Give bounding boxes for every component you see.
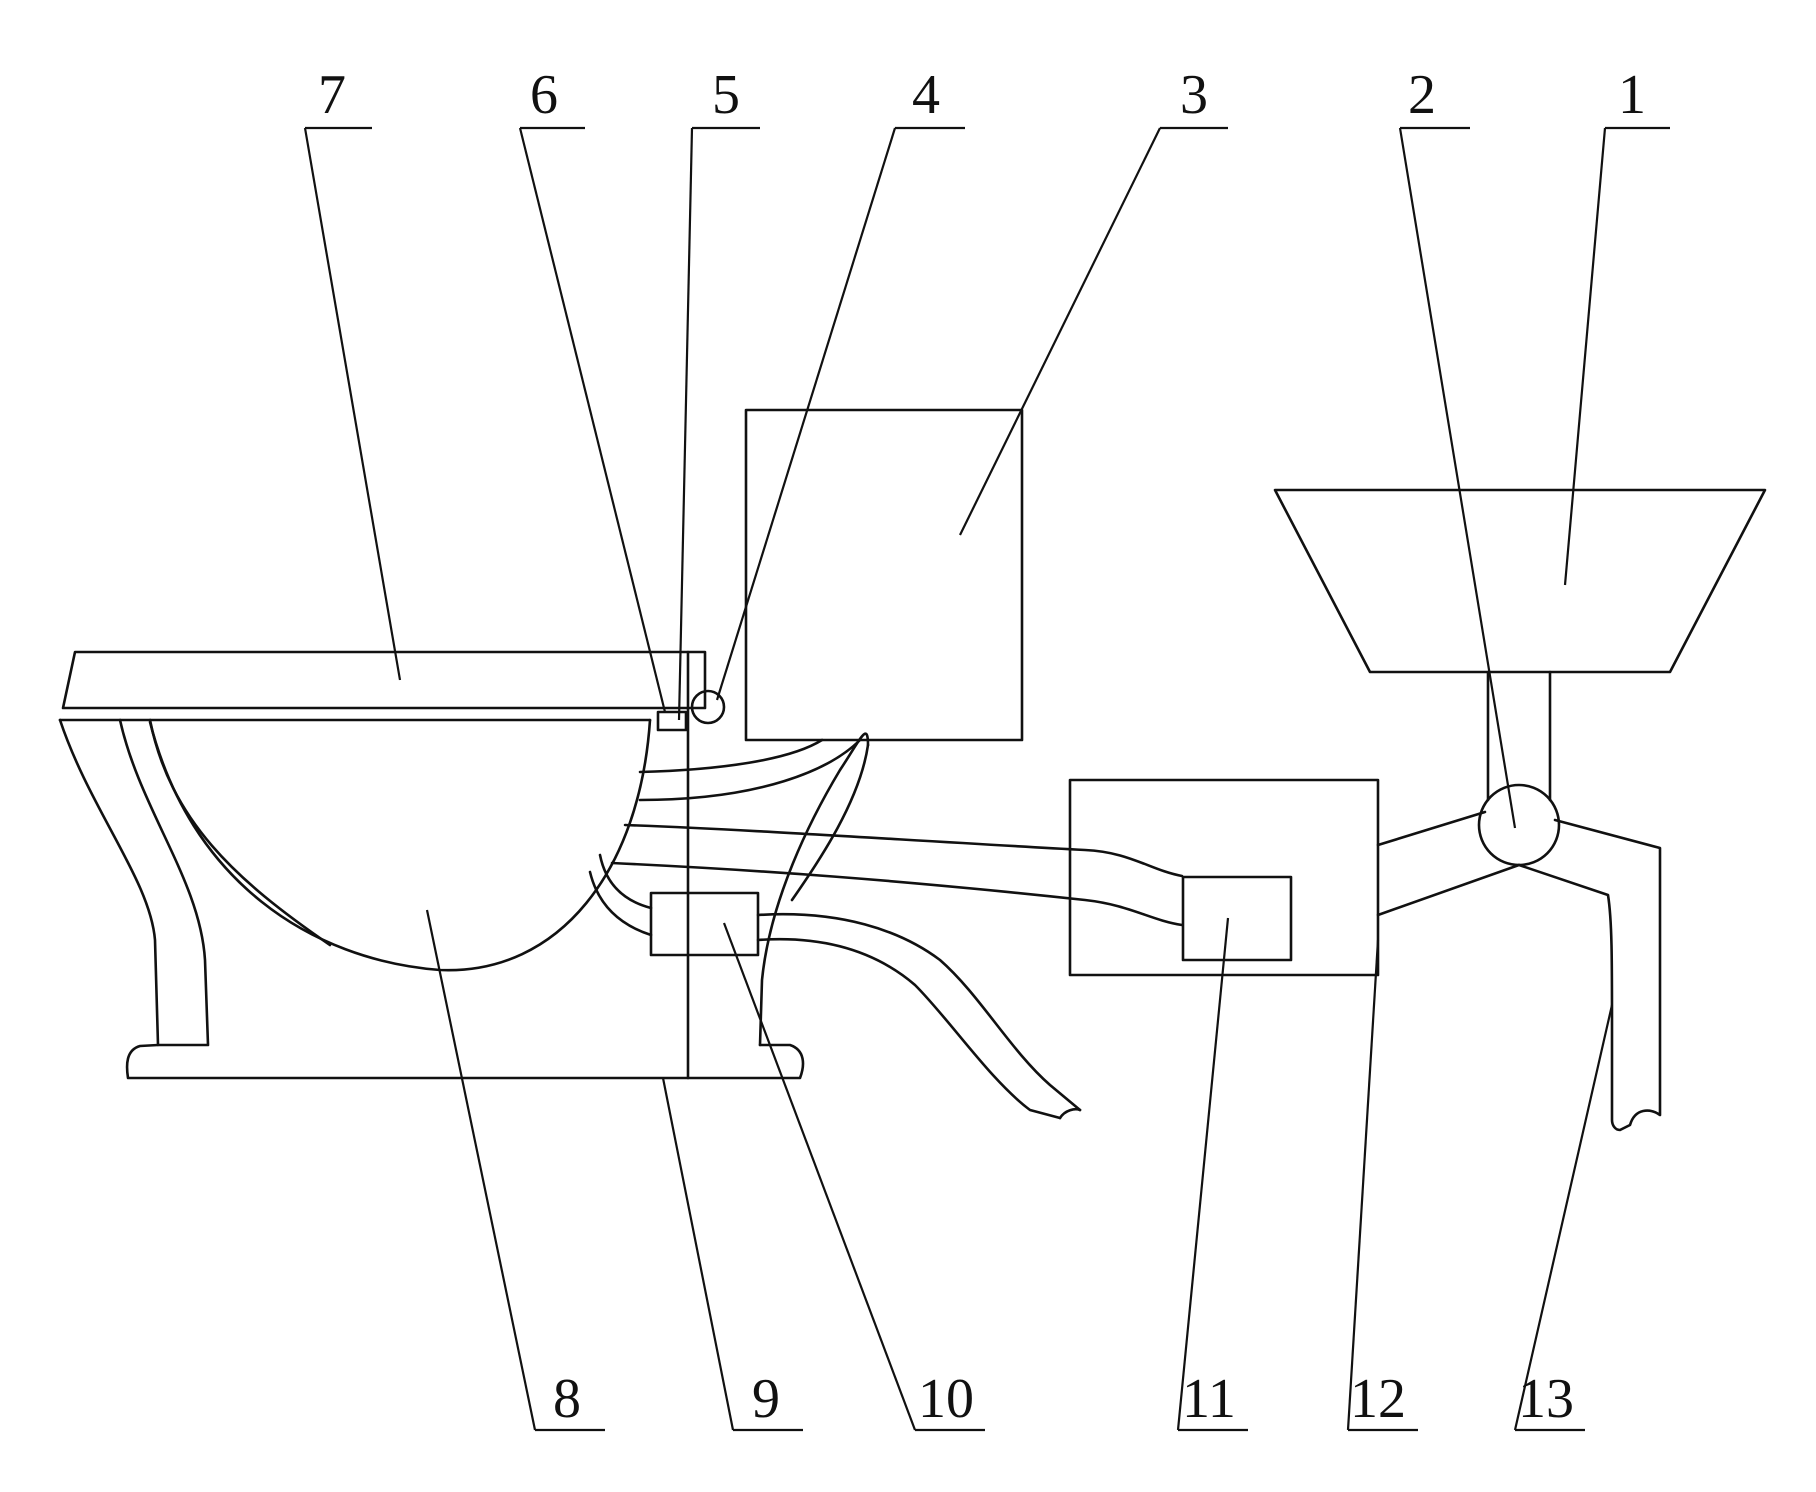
pipe-to-controller-lower [610,861,1184,927]
seat-cover [61,650,707,710]
branch-to-cabinet-upper [1376,810,1487,847]
toilet-bowl [148,718,652,972]
toilet-pedestal [58,718,870,1080]
three-way-joint [1477,783,1561,867]
label-9: 9 [752,1368,780,1430]
pump-inlet-lower [588,870,653,937]
branch-to-cabinet-lower [1376,863,1521,917]
label-4: 4 [912,64,940,126]
label-11: 11 [1182,1368,1236,1430]
label-7: 7 [318,64,346,126]
label-1: 1 [1618,64,1646,126]
leader-lines [303,126,1670,1432]
cabinet [1068,778,1380,977]
pipe-to-controller-upper [623,823,1184,878]
label-10: 10 [918,1368,974,1430]
tank-pipe-lower [638,738,862,802]
tank-pipe-upper [638,738,824,774]
pump-box [649,891,760,957]
drain-pipe-upper [756,913,1082,1112]
hinge-pivot [690,689,726,725]
label-6: 6 [530,64,558,126]
label-13: 13 [1518,1368,1574,1430]
water-tank [744,408,1024,742]
label-2: 2 [1408,64,1436,126]
label-3: 3 [1180,64,1208,126]
label-8: 8 [553,1368,581,1430]
label-5: 5 [712,64,740,126]
sewer-pipe [1517,818,1662,1132]
drain-pipe-end [1058,1107,1082,1120]
small-valve [656,710,688,732]
controller-box [1181,875,1293,962]
label-12: 12 [1350,1368,1406,1430]
wash-basin [1273,488,1767,674]
pump-inlet-upper [598,853,653,910]
drain-pipe-lower [756,938,1062,1120]
